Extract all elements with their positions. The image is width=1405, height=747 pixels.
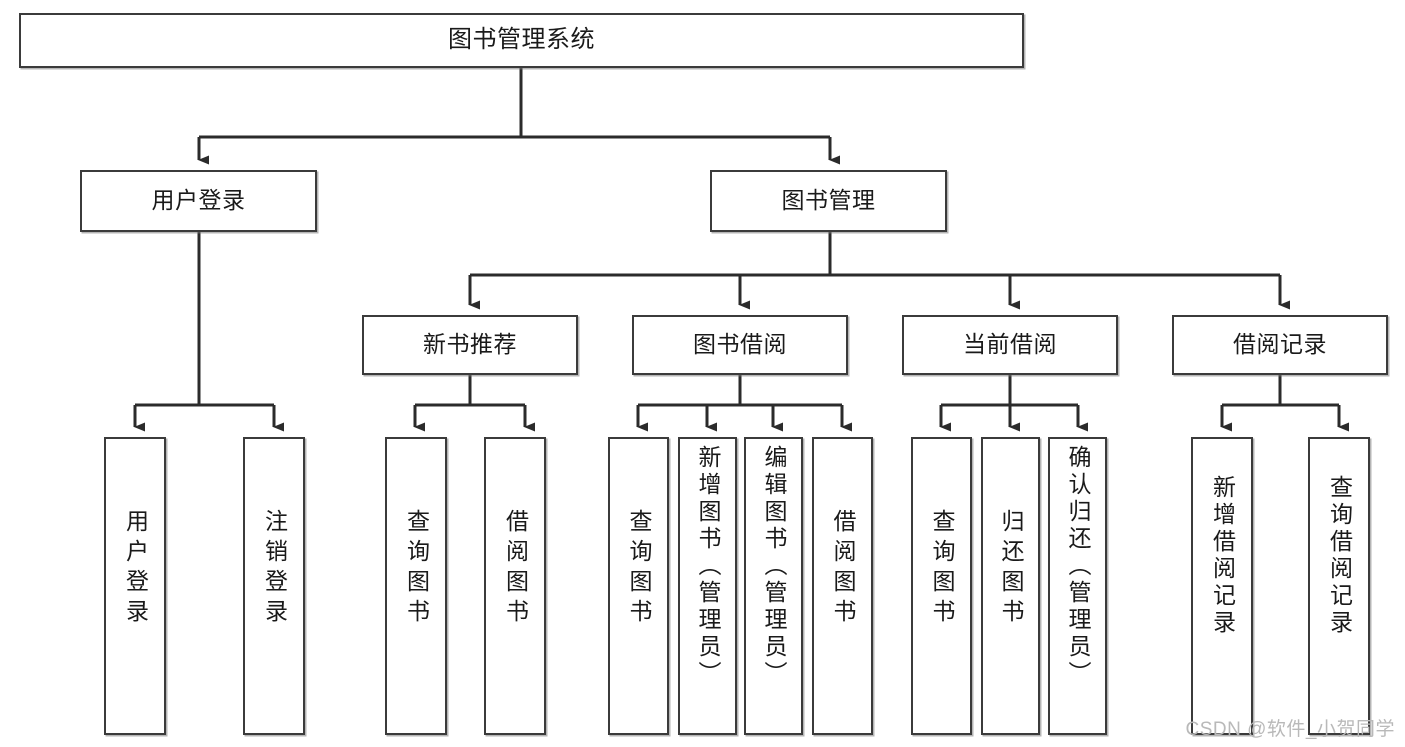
node-label: 借阅图书 [830, 509, 856, 629]
node-leaf-add-borrow-record[interactable]: 新增借阅记录 [1191, 437, 1253, 735]
node-leaf-add-book-admin[interactable]: 新增图书（管理员） [678, 437, 737, 735]
node-leaf-user-login[interactable]: 用户登录 [104, 437, 166, 735]
node-leaf-query-book-2[interactable]: 查询图书 [608, 437, 669, 735]
node-leaf-edit-book-admin[interactable]: 编辑图书（管理员） [744, 437, 803, 735]
node-label: 图书管理系统 [448, 26, 595, 54]
node-borrow-record[interactable]: 借阅记录 [1172, 315, 1388, 375]
node-book-manage[interactable]: 图书管理 [710, 170, 947, 232]
node-label: 查询图书 [929, 509, 955, 629]
node-label: 查询借阅记录 [1326, 475, 1353, 637]
node-label: 当前借阅 [963, 331, 1057, 358]
node-leaf-query-book-1[interactable]: 查询图书 [385, 437, 447, 735]
node-root-book-management-system[interactable]: 图书管理系统 [19, 13, 1024, 68]
node-current-borrow[interactable]: 当前借阅 [902, 315, 1118, 375]
node-label: 归还图书 [998, 509, 1024, 629]
node-leaf-borrow-book-1[interactable]: 借阅图书 [484, 437, 546, 735]
node-leaf-return-book[interactable]: 归还图书 [981, 437, 1040, 735]
node-new-book-recommend[interactable]: 新书推荐 [362, 315, 578, 375]
node-label: 用户登录 [122, 509, 149, 629]
node-leaf-borrow-book-2[interactable]: 借阅图书 [812, 437, 873, 735]
node-label: 新增图书（管理员） [695, 445, 721, 688]
node-label: 确认归还（管理员） [1065, 445, 1091, 688]
node-book-borrow[interactable]: 图书借阅 [632, 315, 848, 375]
node-label: 借阅图书 [502, 509, 529, 629]
node-label: 注销登录 [261, 509, 288, 629]
node-label: 编辑图书（管理员） [761, 445, 787, 688]
node-label: 借阅记录 [1233, 331, 1327, 358]
node-label: 新书推荐 [423, 331, 517, 358]
node-leaf-user-logout[interactable]: 注销登录 [243, 437, 305, 735]
node-label: 用户登录 [151, 187, 246, 214]
node-label: 查询图书 [403, 509, 430, 629]
node-leaf-confirm-return-admin[interactable]: 确认归还（管理员） [1048, 437, 1107, 735]
node-user-login[interactable]: 用户登录 [80, 170, 317, 232]
node-label: 新增借阅记录 [1209, 475, 1236, 637]
node-label: 图书管理 [781, 187, 876, 214]
node-label: 图书借阅 [693, 331, 787, 358]
node-leaf-query-book-3[interactable]: 查询图书 [911, 437, 972, 735]
node-label: 查询图书 [626, 509, 652, 629]
node-leaf-query-borrow-record[interactable]: 查询借阅记录 [1308, 437, 1370, 735]
